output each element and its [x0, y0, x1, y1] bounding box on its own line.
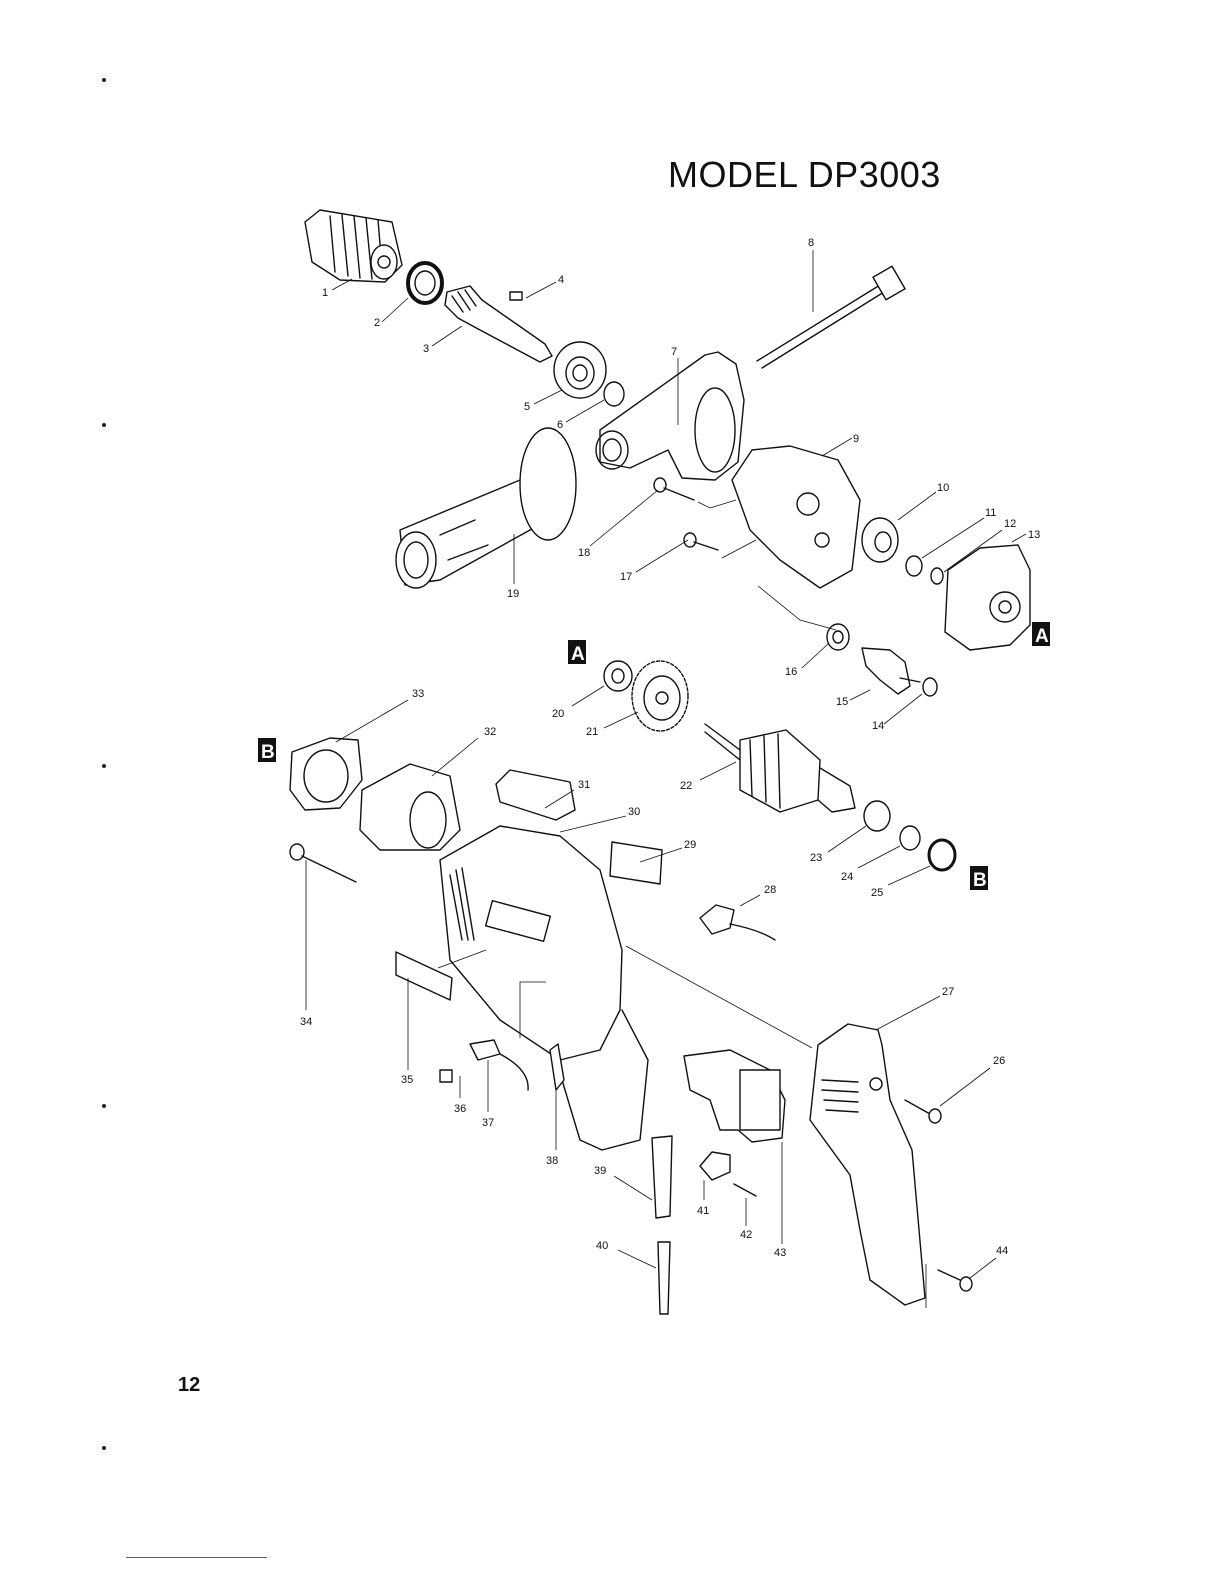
- part-number-label: 38: [546, 1155, 558, 1167]
- footer-divider: [126, 1557, 267, 1558]
- part-number-label: 28: [764, 884, 776, 896]
- part-number-label: 32: [484, 726, 496, 738]
- armature-bearing-part: [604, 661, 632, 691]
- part-number-label: 8: [808, 237, 814, 249]
- tapping-screw-part: [654, 478, 694, 500]
- armature-part: [705, 724, 855, 812]
- part-number-label: 23: [810, 852, 822, 864]
- flat-washer-part: [906, 556, 922, 576]
- fan-baffle-ring-part: [929, 840, 955, 870]
- part-number-label: 26: [993, 1055, 1005, 1067]
- part-number-label: 29: [684, 839, 696, 851]
- warning-label-part: [396, 952, 452, 1000]
- key-part: [510, 292, 522, 300]
- part-number-label: 22: [680, 780, 692, 792]
- spiral-bevel-shaft-part: [862, 648, 920, 694]
- part-number-label: 44: [996, 1245, 1008, 1257]
- field-part: [360, 764, 460, 850]
- part-number-label: 21: [586, 726, 598, 738]
- clamp-screw-part: [734, 1184, 756, 1196]
- part-number-label: 1: [322, 287, 328, 299]
- bearing-part: [864, 801, 890, 831]
- name-plate-part: [610, 842, 662, 884]
- part-number-label: 25: [871, 887, 883, 899]
- side-handle-part: [396, 428, 576, 588]
- part-number-label: 13: [1028, 529, 1040, 541]
- part-number-label: 5: [524, 401, 530, 413]
- part-number-label: 24: [841, 871, 853, 883]
- washer-part: [408, 263, 442, 303]
- hook-part: [496, 770, 575, 820]
- cord-part: [658, 1242, 670, 1314]
- tapping-screw-part: [938, 1270, 972, 1291]
- brush-holder-part: [470, 1040, 528, 1090]
- part-number-label: 2: [374, 317, 380, 329]
- thrust-washer-part: [923, 678, 937, 696]
- long-screw-part: [290, 844, 356, 882]
- part-number-label: 42: [740, 1229, 752, 1241]
- ball-bearing-part: [554, 342, 606, 398]
- part-number-label: 11: [985, 507, 996, 519]
- part-number-label: 7: [671, 346, 677, 358]
- baffle-plate-part: [290, 738, 362, 810]
- ref-mark-letter: B: [973, 870, 987, 891]
- noise-suppressor-part: [700, 905, 775, 940]
- part-number-label: 34: [300, 1016, 312, 1028]
- cord-guard-part: [652, 1136, 672, 1218]
- part-number-label: 31: [578, 779, 590, 791]
- ref-mark-letter: A: [1035, 626, 1049, 647]
- spindle-part: [445, 286, 552, 362]
- part-number-label: 35: [401, 1074, 413, 1086]
- ref-mark-letter: A: [571, 644, 585, 665]
- tapping-screw-part: [684, 533, 718, 550]
- handle-cover-part: [810, 1024, 925, 1305]
- ref-mark-letter: B: [261, 742, 275, 763]
- part-number-label: 36: [454, 1103, 466, 1115]
- small-bearing-part: [827, 624, 849, 650]
- helical-gear-part: [632, 661, 688, 731]
- part-number-label: 43: [774, 1247, 786, 1259]
- handle-screw-part: [905, 1100, 941, 1123]
- part-number-label: 41: [697, 1205, 709, 1217]
- needle-bearing-part: [862, 518, 898, 562]
- part-number-label: 39: [594, 1165, 606, 1177]
- part-number-label: 16: [785, 666, 797, 678]
- part-number-label: 15: [836, 696, 848, 708]
- part-number-label: 12: [1004, 518, 1016, 530]
- gear-housing-part: [596, 352, 744, 480]
- part-number-label: 18: [578, 547, 590, 559]
- part-number-label: 40: [596, 1240, 608, 1252]
- part-number-label: 9: [853, 433, 859, 445]
- part-number-label: 6: [557, 419, 563, 431]
- part-number-label: 4: [558, 274, 564, 286]
- part-number-label: 17: [620, 571, 632, 583]
- part-number-label: 33: [412, 688, 424, 700]
- gear-housing-rear-part: [732, 446, 860, 588]
- insulation-washer-part: [900, 826, 920, 850]
- cord-clamp-part: [700, 1152, 730, 1180]
- part-number-label: 10: [937, 482, 949, 494]
- switch-part: [684, 1050, 785, 1142]
- retaining-ring-part: [604, 382, 624, 406]
- bolt-part: [757, 266, 905, 368]
- drill-chuck-part: [305, 210, 402, 282]
- snap-ring-part: [931, 568, 943, 584]
- part-number-label: 19: [507, 588, 519, 600]
- part-number-label: 30: [628, 806, 640, 818]
- carbon-brush-part: [440, 1070, 452, 1082]
- part-number-label: 37: [482, 1117, 494, 1129]
- page-number: 12: [178, 1374, 200, 1397]
- part-number-label: 14: [872, 720, 884, 732]
- part-number-label: 20: [552, 708, 564, 720]
- part-number-label: 27: [942, 986, 954, 998]
- bearing-box-part: [945, 545, 1030, 650]
- part-number-label: 3: [423, 343, 429, 355]
